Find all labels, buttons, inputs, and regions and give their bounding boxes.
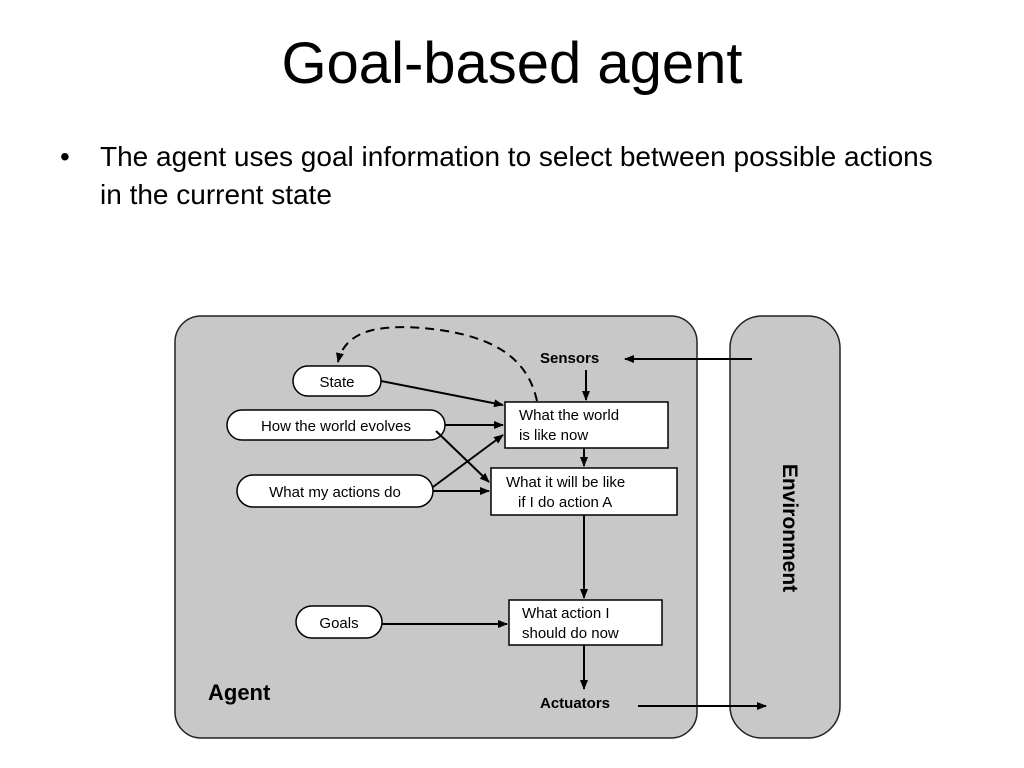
actions-to-world-arrow bbox=[432, 434, 504, 488]
slide-title: Goal-based agent bbox=[281, 31, 743, 96]
world-now-box-line1: What the world bbox=[519, 407, 619, 424]
environment-panel bbox=[729, 315, 841, 739]
agent-label: Agent bbox=[208, 680, 271, 705]
action-now-box-line2: should do now bbox=[522, 625, 619, 642]
action-now-box bbox=[508, 599, 663, 646]
bullet-text: The agent uses goal information to selec… bbox=[100, 141, 933, 210]
will-be-box bbox=[490, 467, 678, 516]
evolves-to-willbe-arrow bbox=[435, 430, 490, 483]
world-now-box bbox=[504, 401, 669, 449]
state-to-world-arrow bbox=[380, 380, 504, 408]
actuators-label: Actuators bbox=[540, 695, 610, 712]
environment-label: Environment bbox=[778, 464, 801, 592]
goals-oval bbox=[295, 605, 383, 639]
agent-panel bbox=[174, 315, 698, 739]
will-be-box-line2: if I do action A bbox=[518, 494, 612, 511]
action-now-box-line1: What action I bbox=[522, 605, 610, 622]
bullet-item: • The agent uses goal information to sel… bbox=[60, 138, 960, 214]
sensors-label: Sensors bbox=[540, 350, 599, 367]
state-oval-label: State bbox=[319, 374, 354, 391]
world-evolves-oval-label: How the world evolves bbox=[261, 418, 411, 435]
bullet-list: • The agent uses goal information to sel… bbox=[60, 138, 960, 214]
goals-oval-label: Goals bbox=[319, 615, 358, 632]
will-be-box-line1: What it will be like bbox=[506, 474, 625, 491]
world-now-box-line2: is like now bbox=[519, 427, 588, 444]
actions-do-oval-label: What my actions do bbox=[269, 484, 401, 501]
bullet-dot-icon: • bbox=[60, 141, 70, 172]
